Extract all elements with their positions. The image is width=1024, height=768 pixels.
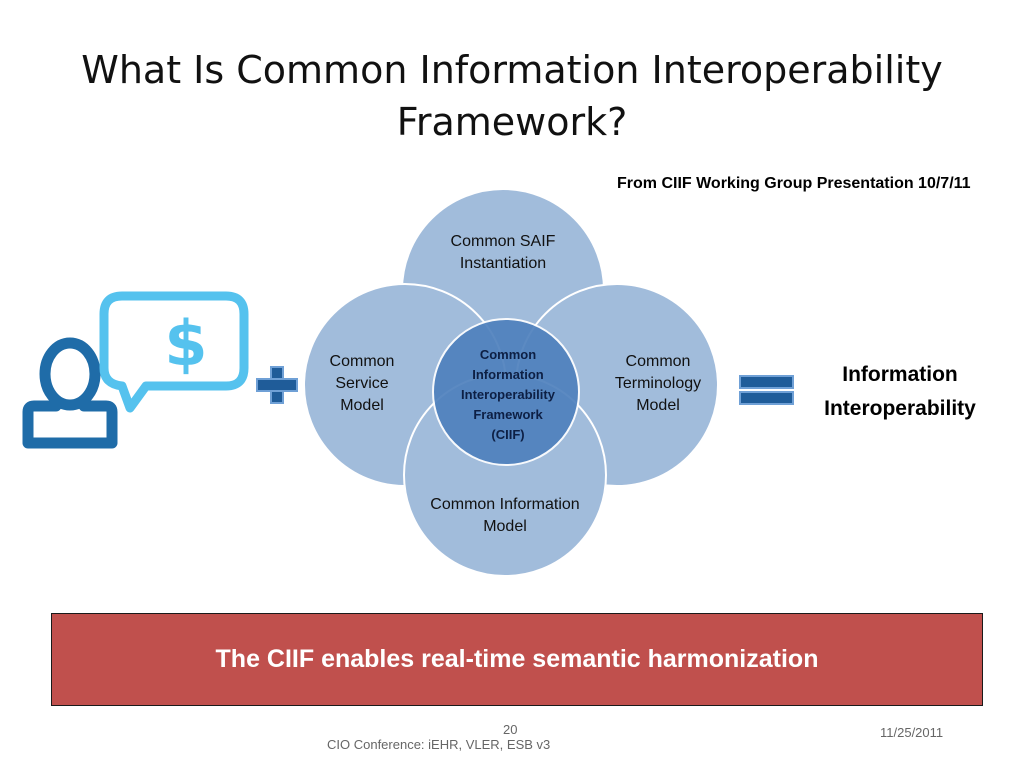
page-number: 20	[503, 722, 518, 737]
slide-title: What Is Common Information Interoperabil…	[81, 48, 943, 144]
circle-center	[432, 318, 580, 466]
footer-conference: CIO Conference: iEHR, VLER, ESB v3	[327, 737, 551, 752]
plus-icon	[256, 366, 298, 404]
label-bottom: Common Information Model	[430, 496, 580, 535]
label-center: Common Information Interoperability Fram…	[461, 347, 555, 442]
dollar-speech-bubble-icon: $	[99, 291, 249, 413]
banner-text: The CIIF enables real-time semantic harm…	[215, 645, 819, 673]
label-top: Common SAIF Instantiation	[450, 233, 556, 272]
footer-date: 11/25/2011	[880, 725, 944, 740]
label-left: Common Service Model	[329, 353, 395, 414]
equals-icon	[739, 375, 794, 405]
result-label: Information Interoperability	[824, 363, 976, 420]
summary-banner: The CIIF enables real-time semantic harm…	[51, 613, 983, 706]
source-note: From CIIF Working Group Presentation 10/…	[617, 175, 971, 192]
person-icon	[22, 337, 118, 449]
svg-text:$: $	[164, 307, 207, 380]
label-right: Common Terminology Model	[614, 353, 702, 414]
